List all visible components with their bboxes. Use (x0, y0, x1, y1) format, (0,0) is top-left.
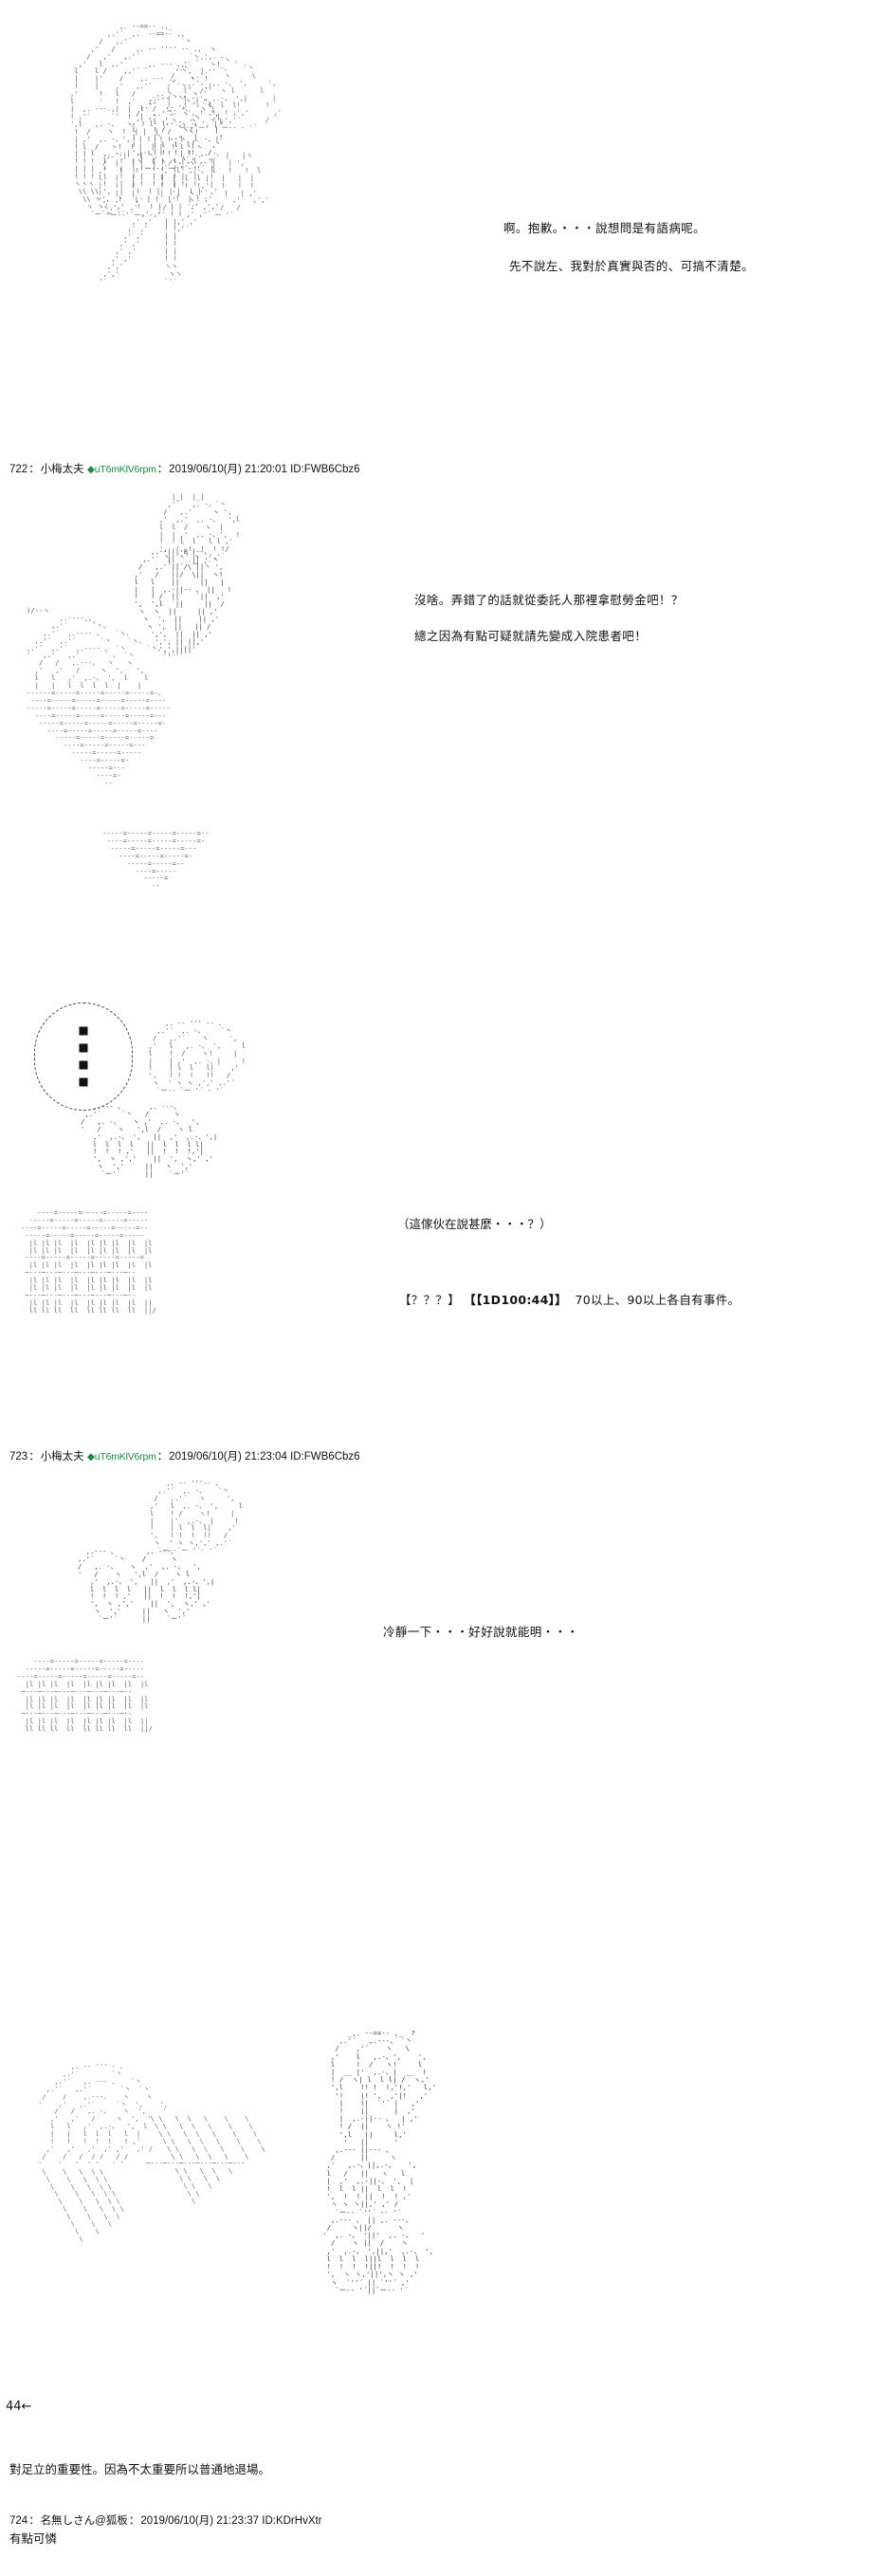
bubble-dot-3 (79, 1060, 88, 1070)
ascii-art-cloak: )/-‐ヽ ,.-‐‐-,,_ ,.'´ `丶、 ,.'´ ,.-‐‐- 、 `… (27, 606, 172, 787)
bubble-dot-2 (79, 1043, 88, 1053)
header-separator-4: ： (156, 1451, 169, 1463)
post-723-second-art: ,. -‐ '''‐- 、 ,.'´ ,. -、 `丶 / ,.'´ ヽ ', … (0, 1480, 896, 2011)
post-author-name-724: 名無しさん@狐板 (40, 2515, 128, 2527)
post-uid-723: ID:FWB6Cbz6 (290, 1451, 360, 1463)
thought-line: （這傢伙在說甚麼・・・？） (397, 1217, 552, 1231)
post-author-name: 小梅太夫 (40, 464, 84, 475)
ascii-art-torso-723: ,.-‐- 、 ,. -‐-、 ,.'´ `丶 / ヽ / ,. -、 ヽ ,'… (81, 1102, 218, 1179)
ascii-art-face: ,. -‐ ''' ‐- 、 ,.'´ ,. -、 `丶 / ,.'´ ヽ ',… (131, 94, 224, 173)
post-date-723: 2019/06/10(月) 21:23:04 (169, 1451, 287, 1463)
post-number: 722 (9, 464, 28, 475)
ascii-art-figure-large: |_| |_| ,'´ ,. -、`丶 / ,.' ヽ ', ,' ,.' ,.… (158, 492, 241, 569)
post-724: 724：名無しさん@狐板：2019/06/10(月) 21:23:37 ID:K… (0, 2513, 896, 2570)
ascii-art-lower-723b: -‐‐-=-‐‐‐-=-‐‐‐-=-‐‐‐-=-‐‐- -‐‐‐-=-‐‐‐-=… (17, 1657, 153, 1734)
dice-speaker: 【？？？】 (399, 1293, 461, 1307)
dialogue-line-1: 啊。抱歉。・・・說想問是有語病呢。 (503, 221, 706, 235)
dialogue-line-4: 總之因為有點可疑就請先變成入院患者吧！ (414, 629, 648, 643)
dialogue-line-5: 冷靜一下・・・好好說就能明・・・ (383, 1625, 579, 1639)
post-header-724: 724：名無しさん@狐板：2019/06/10(月) 21:23:37 ID:K… (4, 2513, 322, 2529)
post-724-body: 有點可憐 (9, 2532, 58, 2546)
post-tripcode: ◆uT6mKlV6rpm (86, 464, 156, 475)
ascii-art-final-right: _,. -‐==‐- ,_ ? ,.'´ ,.-‐-、 `丶 / ,'´ ヽ \… (322, 2029, 437, 2294)
ascii-art-figure-detail-2: ,.'´| |`丶、 ,. -、 | |ヽ / | | \ / ヽ | | ',… (98, 151, 269, 220)
ascii-art-figure: ,. -‐==‐- .,_ ,.'´ ,. -‐==‐- ., / ,.'´ `… (69, 22, 224, 285)
ascii-art-final-left: ,. -‐ ''' ‐ 、 ,.'´ `丶 ,.'´ ,. -‐- 、 `丶 ,… (38, 2062, 169, 2243)
post-date: 2019/06/10(月) 21:20:01 (169, 464, 287, 475)
post-722: ,. -‐==‐- .,_ ,.'´ ,. -‐==‐- ., / ,.'´ `… (0, 0, 896, 475)
header-separator: ： (28, 464, 40, 475)
header-separator-5: ： (28, 2515, 40, 2527)
post-number-724: 724 (9, 2515, 28, 2527)
dice-comment: 對足立的重要性。因為不太重要所以普通地退場。 (9, 2463, 271, 2476)
post-723-art: ,. -‐ ''' ‐- 、 ,.'´ ,. -、 `丶 / ,.'´ ヽ ',… (0, 1003, 896, 1463)
ascii-art-head-723b: ,. -‐ '''‐- 、 ,.'´ ,. -、 `丶 / ,.'´ ヽ ', … (149, 1479, 244, 1555)
dice-roll-line: 【？？？】 【【1D100:44】】 70以上、90以上各自有事件。 (399, 1290, 740, 1308)
ascii-art-final-center: \ \ \ \ \ \ \ \ \ \ \ \ \ \ \ \ \ \ \ \ … (146, 2114, 265, 2205)
bubble-dots (79, 1026, 88, 1087)
ascii-art-torso-723b: ,.-‐- 、 ,. -‐-、 ,.'´ `丶 / ヽ / ,. -、 ヽ ,'… (78, 1547, 215, 1624)
ascii-art-lower-723: -‐‐-=-‐‐‐-=-‐‐‐-=-‐‐‐-=-‐‐- -‐‐‐-=-‐‐‐-=… (21, 1208, 156, 1315)
post-author-name-723: 小梅太夫 (40, 1451, 84, 1463)
dice-result-marker: 44← (6, 2400, 32, 2414)
post-number-723: 723 (9, 1451, 28, 1463)
bubble-dot-1 (79, 1026, 88, 1036)
ascii-art-body: ,.-‐||| 8 |‐-、 ,.'´ || || `ヽ / ,.'´|| /\… (134, 547, 232, 661)
dialogue-line-3: 沒啥。弄錯了的話就從委託人那裡拿慰勞金吧！？ (414, 593, 684, 607)
dice-result: 【【1D100:44】】 (464, 1293, 567, 1307)
header-separator-6: ： (128, 2515, 140, 2527)
bubble-dot-4 (79, 1077, 88, 1087)
post-uid: ID:FWB6Cbz6 (290, 464, 360, 475)
post-722-second-art: |_| |_| ,'´ ,. -、`丶 / ,.' ヽ ', ,' ,.' ,.… (0, 493, 896, 1024)
header-separator-2: ： (156, 464, 169, 475)
post-date-724: 2019/06/10(月) 21:23:37 (140, 2515, 260, 2527)
post-723-final-art: ,. -‐ ''' ‐ 、 ,.'´ `丶 ,.'´ ,. -‐- 、 `丶 ,… (0, 2020, 896, 2419)
ascii-art-cloak-lower: -‐‐‐-=-‐‐‐-=-‐‐‐-=-‐‐‐-=-‐ -‐‐-=-‐‐‐-=-‐… (102, 829, 210, 891)
dialogue-line-2: 先不說左、我對於真實與否的、可搞不清楚。 (509, 259, 755, 273)
post-uid-724: ID:KDrHvXtr (262, 2515, 322, 2527)
post-tripcode-723: ◆uT6mKlV6rpm (86, 1451, 156, 1463)
post-header-723: 723：小梅太夫 ◆uT6mKlV6rpm：2019/06/10(月) 21:2… (4, 1449, 360, 1464)
post-header-722: 722：小梅太夫 ◆uT6mKlV6rpm：2019/06/10(月) 21:2… (4, 462, 360, 477)
ascii-art-figure-detail: ,. ‐'' ´ ̄`丶 、 ,.'´ ,. -、 `丶 / ,.'´ ヽ \ … (166, 56, 283, 133)
dice-note: 70以上、90以上各自有事件。 (575, 1293, 741, 1307)
speech-bubble (34, 1003, 133, 1111)
ascii-art-head-723: ,. -‐ ''' ‐- 、 ,.'´ ,. -、 `丶 / ,.'´ ヽ ',… (148, 1019, 247, 1095)
dice-gap-2 (567, 1293, 576, 1307)
header-separator-3: ： (28, 1451, 40, 1463)
